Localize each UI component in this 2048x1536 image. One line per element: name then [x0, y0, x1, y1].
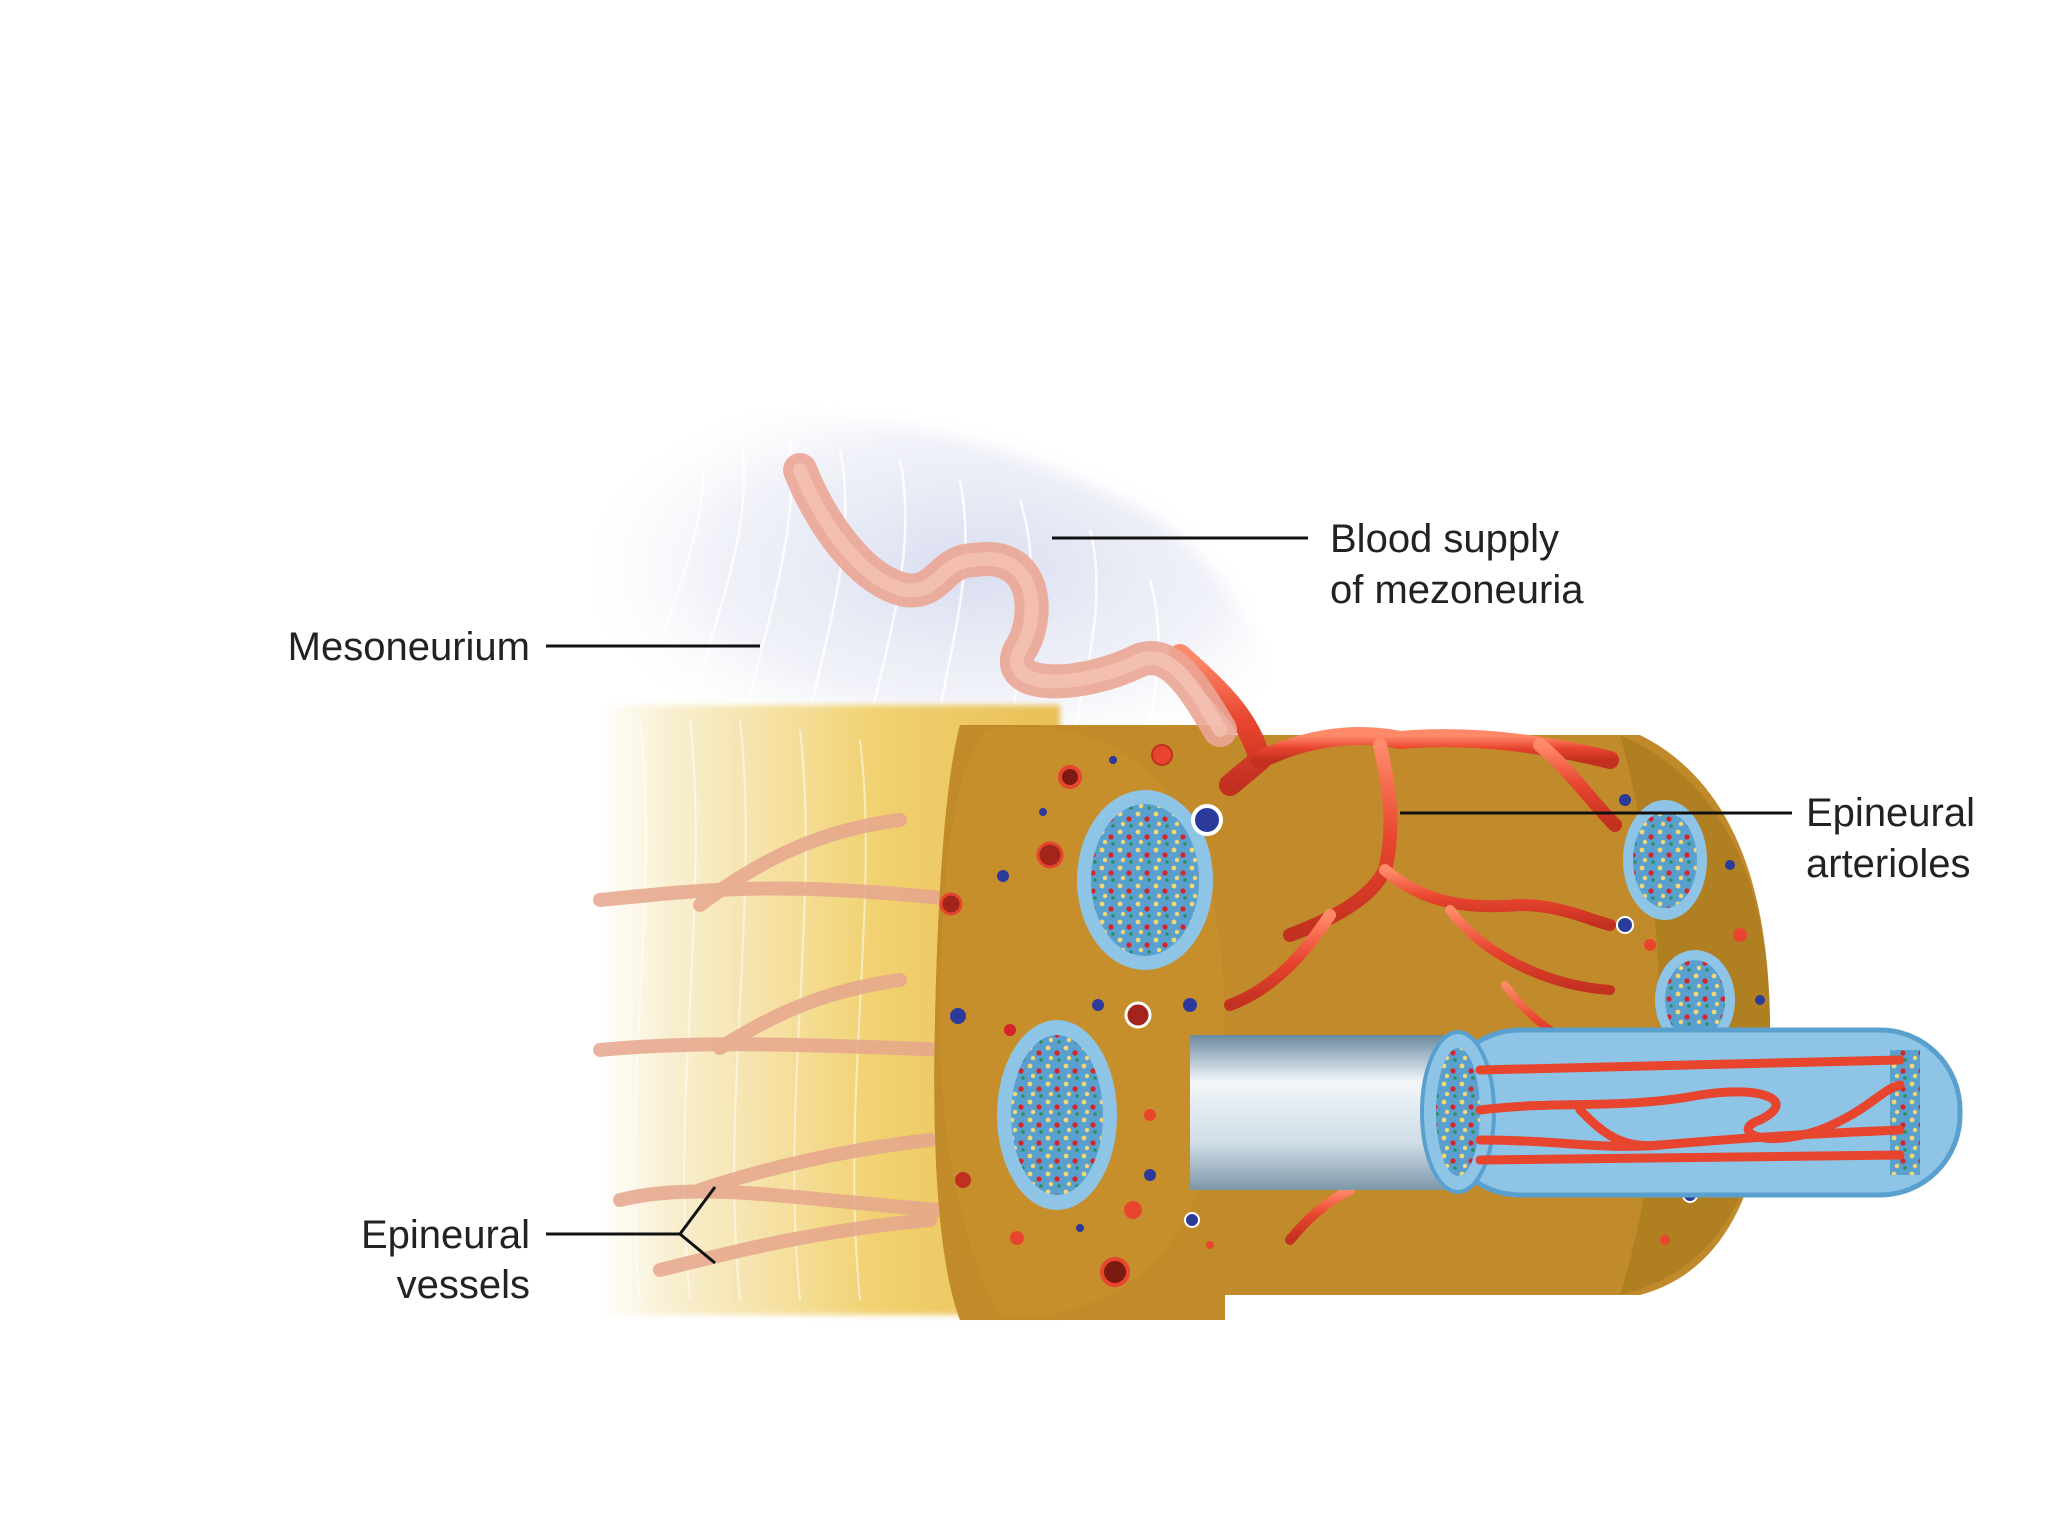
label-epineural-arterioles-line2: arterioles	[1806, 842, 1971, 886]
label-epineural-vessels-line2: vessels	[397, 1263, 530, 1307]
fascicle-extracted	[1190, 1027, 1963, 1198]
leader-lines	[546, 536, 1792, 1265]
leader-epineural-vessels-fork	[677, 1186, 717, 1265]
epineural-arterioles	[1169, 644, 1622, 1250]
far-end-fascicles	[1616, 794, 1765, 1245]
label-epineural-vessels-line1: Epineural	[361, 1213, 530, 1257]
label-mesoneurium: Mesoneurium	[288, 625, 530, 669]
labels: Blood supply of mezoneuria Mesoneurium E…	[288, 517, 1975, 1307]
label-epineural-arterioles-line1: Epineural	[1806, 791, 1975, 835]
label-blood-supply-line2: of mezoneuria	[1330, 568, 1584, 612]
fascicle	[1077, 790, 1213, 970]
fascicle	[997, 1020, 1117, 1210]
label-blood-supply-line1: Blood supply	[1330, 517, 1559, 561]
cross-section-vessels	[939, 744, 1223, 1287]
mesoneurium-blood-supply-vessel	[783, 453, 1237, 747]
